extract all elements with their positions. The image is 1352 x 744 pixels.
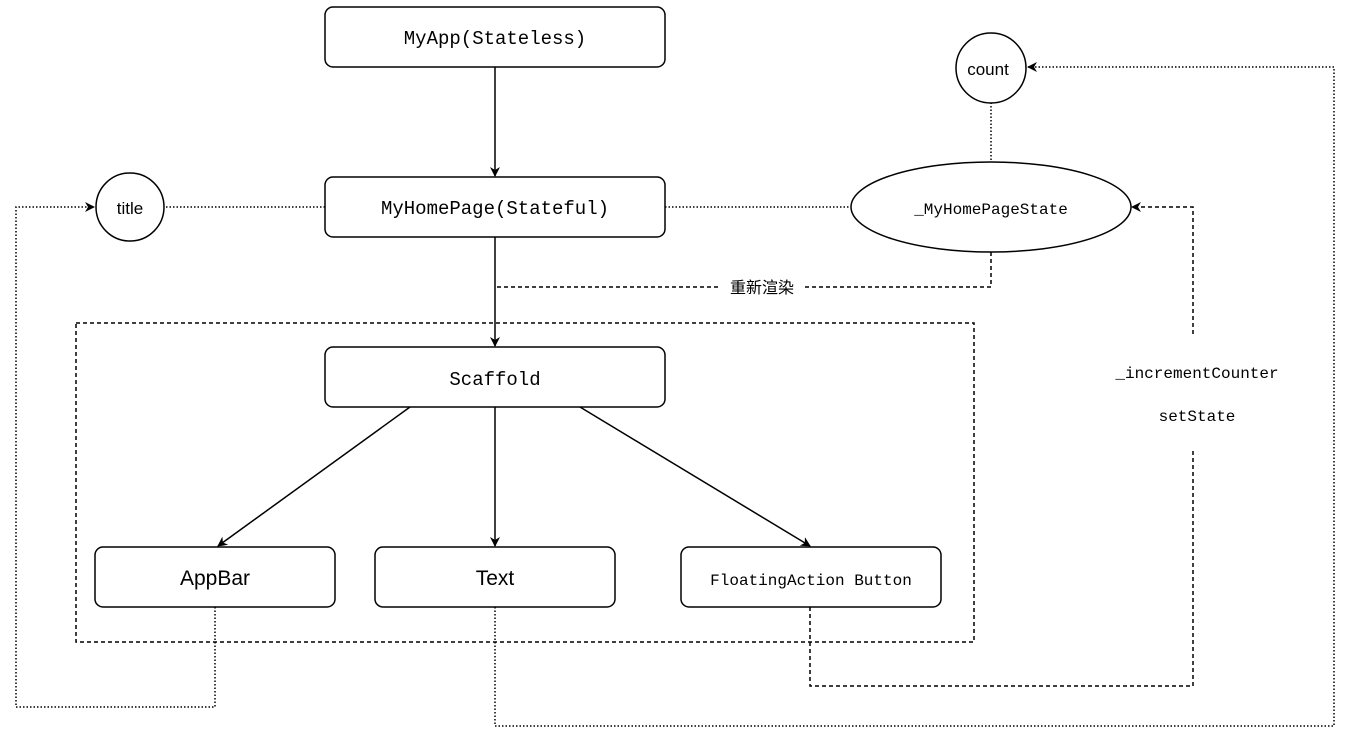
edge-text-to-count [494, 62, 1335, 727]
node-text: Text [374, 546, 616, 608]
node-myhomepage: MyHomePage(Stateful) [324, 176, 666, 238]
node-title: title [95, 172, 165, 242]
edge-scaffold-to-appbar [217, 406, 411, 547]
node-text-label: Text [476, 567, 515, 590]
node-scaffold: Scaffold [324, 346, 666, 408]
edge-setstate-to-state [1131, 202, 1194, 334]
node-state-label: _MyHomePageState [913, 201, 1068, 219]
node-count: count [955, 32, 1027, 104]
node-appbar-label: AppBar [180, 567, 250, 590]
node-myapp: MyApp(Stateless) [324, 6, 666, 68]
node-fab-label: FloatingAction Button [710, 572, 912, 590]
node-myapp-label: MyApp(Stateless) [404, 28, 586, 50]
node-state: _MyHomePageState [850, 161, 1132, 253]
node-myhomepage-label: MyHomePage(Stateful) [381, 198, 609, 220]
scaffold-group-boundary [75, 322, 975, 643]
node-title-label: title [117, 199, 143, 218]
node-appbar: AppBar [94, 546, 336, 608]
label-setstate: setState [1159, 408, 1236, 426]
edge-appbar-to-title [15, 202, 216, 708]
edge-state-rerender [495, 252, 992, 288]
node-fab: FloatingAction Button [680, 546, 942, 608]
edge-scaffold-to-fab [579, 406, 811, 547]
node-count-label: count [967, 60, 1009, 79]
label-increment-counter: _incrementCounter [1114, 365, 1278, 383]
node-scaffold-label: Scaffold [449, 369, 540, 391]
label-rerender: 重新渲染 [730, 279, 794, 297]
